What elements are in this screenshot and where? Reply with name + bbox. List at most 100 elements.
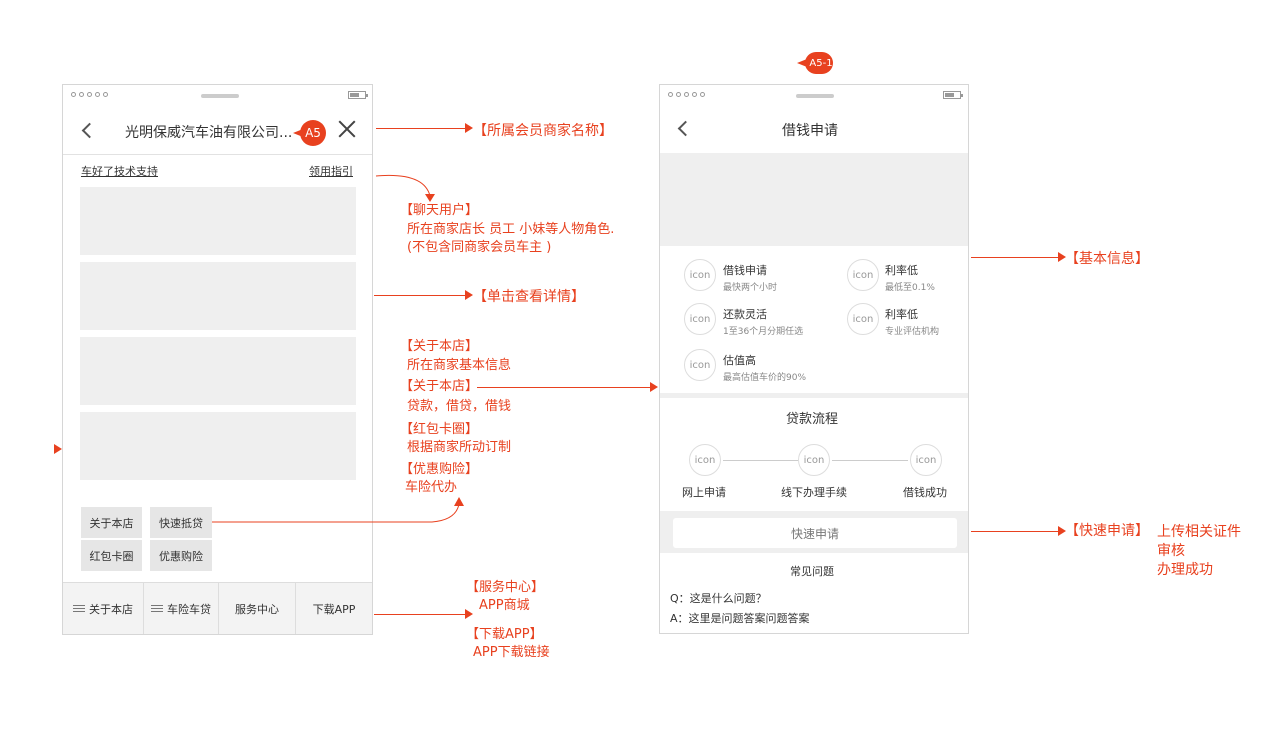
feature-title: 利率低 <box>885 308 918 321</box>
section-divider <box>660 393 968 398</box>
left-phone-mockup: 光明保威汽车油有限公司... 车好了技术支持 领用指引 关于本店 快速抵贷 红包… <box>62 84 373 635</box>
feature-title: 估值高 <box>723 354 756 367</box>
process-step-label: 借钱成功 <box>903 486 947 499</box>
feature-subtitle: 最快两个小时 <box>723 283 778 293</box>
feature-subtitle: 最低至0.1% <box>885 283 935 293</box>
a5-1-badge-label: A5-1 <box>809 57 833 69</box>
annotation-click-detail: 【单击查看详情】 <box>473 289 585 305</box>
back-icon[interactable] <box>677 120 694 137</box>
annotation-quick-apply-title: 【快速申请】 <box>1065 523 1149 539</box>
annotation-about-store-title: 【关于本店】 <box>400 339 479 354</box>
back-icon[interactable] <box>81 122 98 139</box>
process-step-icon: icon <box>798 444 830 476</box>
feature-icon: icon <box>684 349 716 381</box>
faq-title: 常见问题 <box>790 565 834 578</box>
arrow-click-detail <box>374 295 466 296</box>
chat-user-card[interactable] <box>80 412 356 480</box>
insurance-button[interactable]: 优惠购险 <box>150 540 212 571</box>
coupon-button[interactable]: 红包卡圈 <box>81 540 142 571</box>
tab-service-center[interactable]: 服务中心 <box>219 583 296 634</box>
quick-loan-button[interactable]: 快速抵贷 <box>150 507 212 538</box>
arrowhead-icon <box>465 290 473 300</box>
annotation-loan-title: 【关于本店】 <box>400 379 479 394</box>
curve-arrow-buttons <box>212 497 464 523</box>
speaker-bar <box>201 94 239 98</box>
annotation-loan-desc: 贷款，借贷，借钱 <box>407 399 512 414</box>
annotation-download-title: 【下载APP】 <box>466 627 543 642</box>
arrowhead-icon <box>465 609 473 619</box>
process-connector <box>832 460 908 461</box>
feature-title: 借钱申请 <box>723 264 767 277</box>
annotation-about-store-desc: 所在商家基本信息 <box>407 358 512 373</box>
process-step-icon: icon <box>689 444 721 476</box>
faq-answer: A：这里是问题答案问题答案 <box>670 612 810 625</box>
speaker-bar <box>796 94 834 98</box>
usage-guide-link[interactable]: 领用指引 <box>309 165 353 178</box>
bottom-tab-bar: 关于本店 车险车贷 服务中心 下载APP <box>63 582 372 634</box>
arrowhead-icon <box>650 382 658 392</box>
annotation-service-center-desc: APP商城 <box>479 598 530 613</box>
process-step-label: 线下办理手续 <box>781 486 847 499</box>
menu-icon <box>151 605 163 612</box>
annotation-chat-user-desc: 所在商家店长 员工 小妹等人物角色. <box>407 222 615 237</box>
header-divider <box>63 154 372 155</box>
chat-user-card[interactable] <box>80 187 356 255</box>
left-edge-marker-icon <box>54 444 62 454</box>
a5-1-badge <box>797 52 833 74</box>
arrowhead-icon <box>1058 526 1066 536</box>
menu-icon <box>73 605 85 612</box>
process-step-icon: icon <box>910 444 942 476</box>
feature-subtitle: 专业评估机构 <box>885 327 940 337</box>
right-phone-mockup: 借钱申请 icon 借钱申请 最快两个小时 icon 利率低 最低至0.1% i… <box>659 84 969 634</box>
tab-label: 车险车贷 <box>167 602 211 616</box>
process-connector <box>723 460 798 461</box>
tab-label: 服务中心 <box>235 602 279 616</box>
annotation-download-desc: APP下载链接 <box>473 645 550 660</box>
arrow-basic-info <box>971 257 1059 258</box>
chat-user-card[interactable] <box>80 262 356 330</box>
process-step-label: 网上申请 <box>682 486 726 499</box>
feature-icon: icon <box>684 259 716 291</box>
annotation-service-center-title: 【服务中心】 <box>466 580 545 595</box>
annotation-quick-apply-step: 办理成功 <box>1157 562 1213 578</box>
banner-placeholder <box>660 153 968 246</box>
quick-apply-button[interactable]: 快速申请 <box>673 518 957 548</box>
arrow-to-loan-page <box>477 387 651 388</box>
annotation-coupon-desc: 根据商家所动订制 <box>407 440 512 455</box>
chat-user-card[interactable] <box>80 337 356 405</box>
annotation-basic-info: 【基本信息】 <box>1065 251 1149 267</box>
annotation-insurance-desc: 车险代办 <box>405 480 458 495</box>
tab-label: 关于本店 <box>89 602 133 616</box>
tech-support-link[interactable]: 车好了技术支持 <box>81 165 158 178</box>
curve-arrow-chat-user <box>375 174 435 202</box>
feature-icon: icon <box>847 259 879 291</box>
annotation-chat-user-title: 【聊天用户】 <box>400 203 479 218</box>
tab-about-store[interactable]: 关于本店 <box>63 583 144 634</box>
battery-icon <box>943 91 963 99</box>
close-icon[interactable] <box>338 120 356 138</box>
feature-icon: icon <box>847 303 879 335</box>
feature-title: 还款灵活 <box>723 308 767 321</box>
annotation-insurance-title: 【优惠购险】 <box>400 462 479 477</box>
faq-question: Q：这是什么问题？ <box>670 592 767 605</box>
tab-label: 下载APP <box>312 602 356 616</box>
signal-dots <box>668 92 705 97</box>
annotation-chat-user-note: (不包含同商家会员车主 ) <box>407 240 552 255</box>
signal-dots <box>71 92 108 97</box>
annotation-merchant-name: 【所属会员商家名称】 <box>473 123 613 139</box>
feature-subtitle: 1至36个月分期任选 <box>723 327 804 337</box>
annotation-quick-apply-step: 上传相关证件 <box>1157 524 1241 540</box>
annotation-coupon-title: 【红包卡圈】 <box>400 422 479 437</box>
tab-insurance-loan[interactable]: 车险车贷 <box>144 583 219 634</box>
a5-badge-label: A5 <box>305 126 321 140</box>
page-title: 借钱申请 <box>782 123 838 139</box>
tab-download-app[interactable]: 下载APP <box>296 583 372 634</box>
process-title: 贷款流程 <box>786 412 839 427</box>
battery-icon <box>348 91 368 99</box>
arrowhead-icon <box>465 123 473 133</box>
annotation-quick-apply-step: 审核 <box>1157 543 1185 559</box>
arrow-quick-apply <box>971 531 1059 532</box>
arrow-merchant-name <box>376 128 466 129</box>
feature-subtitle: 最高估值车价的90% <box>723 373 807 383</box>
about-store-button[interactable]: 关于本店 <box>81 507 142 538</box>
